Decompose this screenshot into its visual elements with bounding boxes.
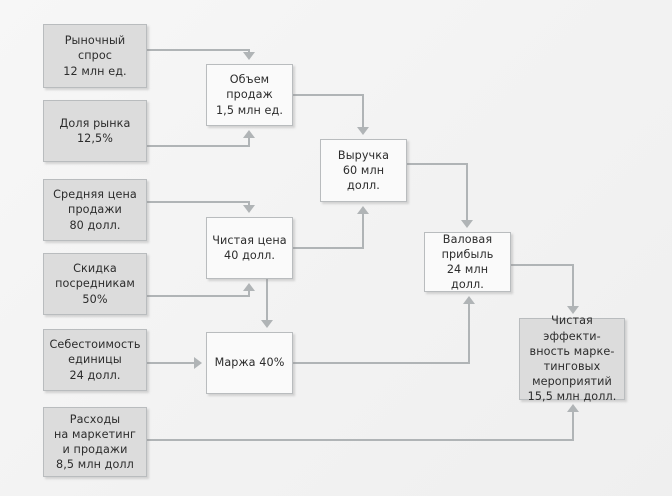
connector-sales-volume-to-revenue <box>293 94 369 135</box>
node-label: Чистая цена 40 долл. <box>212 233 287 262</box>
arrowhead <box>357 127 369 135</box>
connector-net-price-to-margin <box>261 279 273 328</box>
node-net-price[interactable]: Чистая цена 40 долл. <box>206 217 293 279</box>
arrowhead <box>461 220 473 228</box>
node-label: Средняя цена продажи 80 долл. <box>53 188 137 232</box>
node-market-share[interactable]: Доля рынка 12,5% <box>43 100 147 162</box>
arrowhead <box>243 205 255 213</box>
node-unit-cost[interactable]: Себестоимость единицы 24 долл. <box>43 329 147 391</box>
arrowhead <box>261 320 273 328</box>
connector-market-share-to-sales-volume <box>147 130 255 147</box>
connector-market-demand-to-sales-volume <box>147 49 255 60</box>
arrowhead <box>243 130 255 138</box>
arrowhead <box>567 404 579 412</box>
node-label: Себестоимость единицы 24 долл. <box>49 338 141 382</box>
arrowhead <box>243 283 255 291</box>
node-label: Чистая эффекти- вность марке- тинговых м… <box>527 314 617 404</box>
connector-margin-to-gross-profit <box>293 296 475 364</box>
connector-intermediary-discount-to-net-price <box>147 283 255 297</box>
arrowhead <box>194 357 202 369</box>
node-marketing-expenses[interactable]: Расходы на маркетинг и продажи 8,5 млн д… <box>43 407 147 477</box>
node-label: Расходы на маркетинг и продажи 8,5 млн д… <box>54 412 136 472</box>
node-label: Объем продаж 1,5 млн ед. <box>215 73 284 117</box>
node-market-demand[interactable]: Рыночный спрос 12 млн ед. <box>43 24 147 88</box>
connector-revenue-to-gross-profit <box>407 163 473 228</box>
node-label: Скидка посредникам 50% <box>55 262 135 306</box>
node-net-effectiveness[interactable]: Чистая эффекти- вность марке- тинговых м… <box>519 314 625 403</box>
arrowhead <box>463 296 475 304</box>
connector-gross-profit-to-net-effectiveness <box>511 264 579 314</box>
node-label: Валовая прибыль 24 млн долл. <box>441 232 494 292</box>
node-gross-profit[interactable]: Валовая прибыль 24 млн долл. <box>424 232 511 292</box>
node-revenue[interactable]: Выручка 60 млн долл. <box>320 139 407 202</box>
arrowhead <box>243 52 255 60</box>
connector-average-price-to-net-price <box>147 201 255 213</box>
node-margin[interactable]: Маржа 40% <box>206 332 293 394</box>
node-intermediary-discount[interactable]: Скидка посредникам 50% <box>43 253 147 315</box>
node-sales-volume[interactable]: Объем продаж 1,5 млн ед. <box>206 64 293 126</box>
arrowhead <box>567 306 579 314</box>
node-label: Доля рынка 12,5% <box>59 116 131 145</box>
connector-unit-cost-to-margin <box>147 357 202 369</box>
node-label: Рыночный спрос 12 млн ед. <box>63 34 127 78</box>
connector-net-price-to-revenue <box>293 206 369 249</box>
node-label: Маржа 40% <box>214 356 285 370</box>
node-label: Выручка 60 млн долл. <box>337 148 390 193</box>
arrowhead <box>357 206 369 214</box>
connector-marketing-expenses-to-net-effectiveness <box>147 404 579 441</box>
node-average-price[interactable]: Средняя цена продажи 80 долл. <box>43 179 147 241</box>
